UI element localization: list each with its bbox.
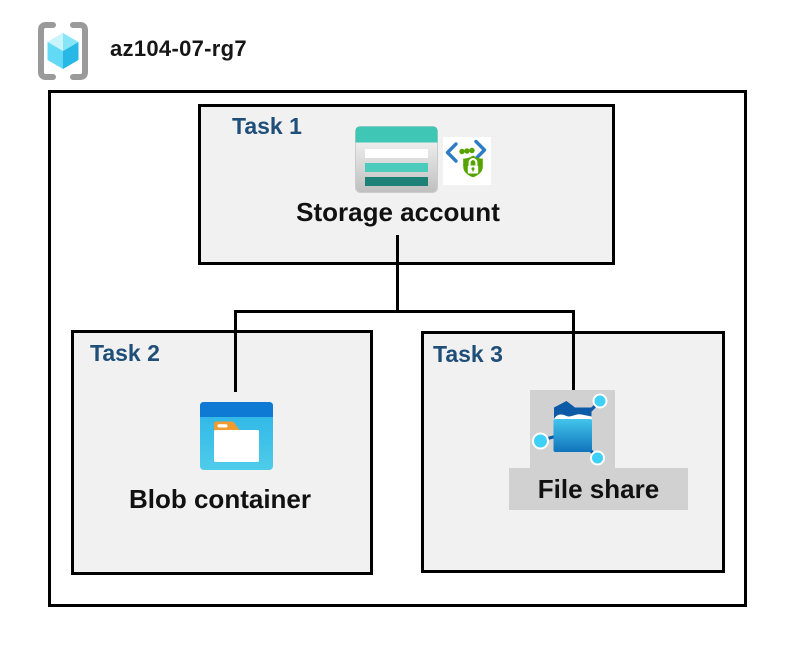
file-share-icon [532,393,608,466]
resource-group-title: az104-07-rg7 [110,36,247,61]
connector-branch-horizontal [234,310,575,313]
resource-group-icon [38,22,88,80]
file-share-label: File share [537,473,660,504]
storage-account-label: Storage account [296,197,500,227]
task1-label: Task 1 [232,113,302,139]
connector-to-blob-container [234,310,237,392]
task3-label: Task 3 [433,341,503,367]
connector-storage-stem [396,235,399,313]
file-share-label-band: File share [509,468,688,510]
task2-box: Task 2 Blob container [71,330,373,575]
task1-box: Task 1 [198,104,615,265]
blob-container-label: Blob container [128,484,311,514]
connector-to-file-share [572,310,575,390]
storage-account-icon [355,126,438,193]
sas-lock-icon [443,137,491,185]
blob-container-icon [200,402,273,470]
file-share-icon-block [530,390,615,468]
task2-label: Task 2 [90,340,160,366]
